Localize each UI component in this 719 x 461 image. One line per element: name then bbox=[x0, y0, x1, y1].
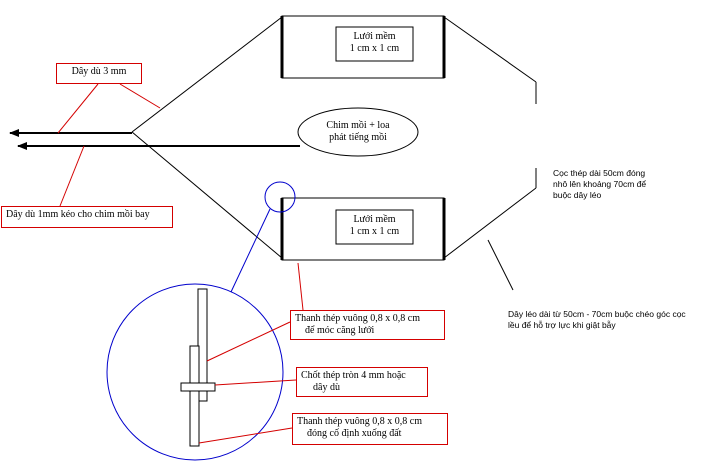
guy-rope-line bbox=[487, 239, 514, 291]
guy-rope-note: Dây léo dài từ 50cm - 70cm buộc chéo góc… bbox=[508, 309, 686, 330]
rig-line-top-right bbox=[443, 16, 537, 83]
callout-rope-3mm: Dây dù 3 mm bbox=[56, 63, 142, 84]
steel-rod-upper bbox=[197, 288, 208, 402]
steel-pin bbox=[180, 382, 216, 392]
steel-rod-lower bbox=[189, 345, 200, 447]
top-net-label-box bbox=[335, 26, 414, 62]
bottom-net-label-box bbox=[335, 209, 414, 245]
decoy-bird-label: Chim mồi + loa phát tiếng mồi bbox=[326, 120, 390, 143]
callout-rod-ground-leader bbox=[198, 427, 293, 444]
callout-rope3mm-leader-1 bbox=[57, 83, 99, 134]
callout-rod-hook: Thanh thép vuông 0,8 x 0,8 cm để móc căn… bbox=[290, 310, 445, 340]
callout-pin: Chốt thép tròn 4 mm hoặc dây dù bbox=[296, 367, 428, 397]
decoy-bird-ellipse bbox=[297, 107, 419, 157]
stake-note: Cọc thép dài 50cm đóng nhô lên khoảng 70… bbox=[553, 168, 647, 200]
detail-marker-circle bbox=[264, 181, 296, 213]
detail-link-line bbox=[230, 208, 271, 293]
top-net-label: Lưới mềm 1 cm x 1 cm bbox=[349, 31, 400, 54]
callout-rod-ground: Thanh thép vuông 0,8 x 0,8 cm đóng cố đị… bbox=[292, 413, 448, 445]
callout-rod-hook-leader bbox=[297, 262, 304, 311]
callout-rope3mm-leader-2 bbox=[119, 83, 161, 109]
callout-rope1mm-leader bbox=[59, 145, 85, 207]
rig-line-top-left bbox=[131, 16, 283, 133]
rig-line-bottom-left bbox=[131, 131, 283, 259]
bottom-net-label: Lưới mềm 1 cm x 1 cm bbox=[349, 214, 400, 237]
callout-rope-1mm: Dây dù 1mm kéo cho chim mồi bay bbox=[1, 206, 173, 228]
callout-rod-hook-leader-2 bbox=[206, 321, 291, 362]
callout-pin-leader bbox=[214, 379, 297, 386]
rig-line-bottom-right bbox=[443, 187, 537, 259]
detail-zoom-circle bbox=[106, 283, 284, 461]
